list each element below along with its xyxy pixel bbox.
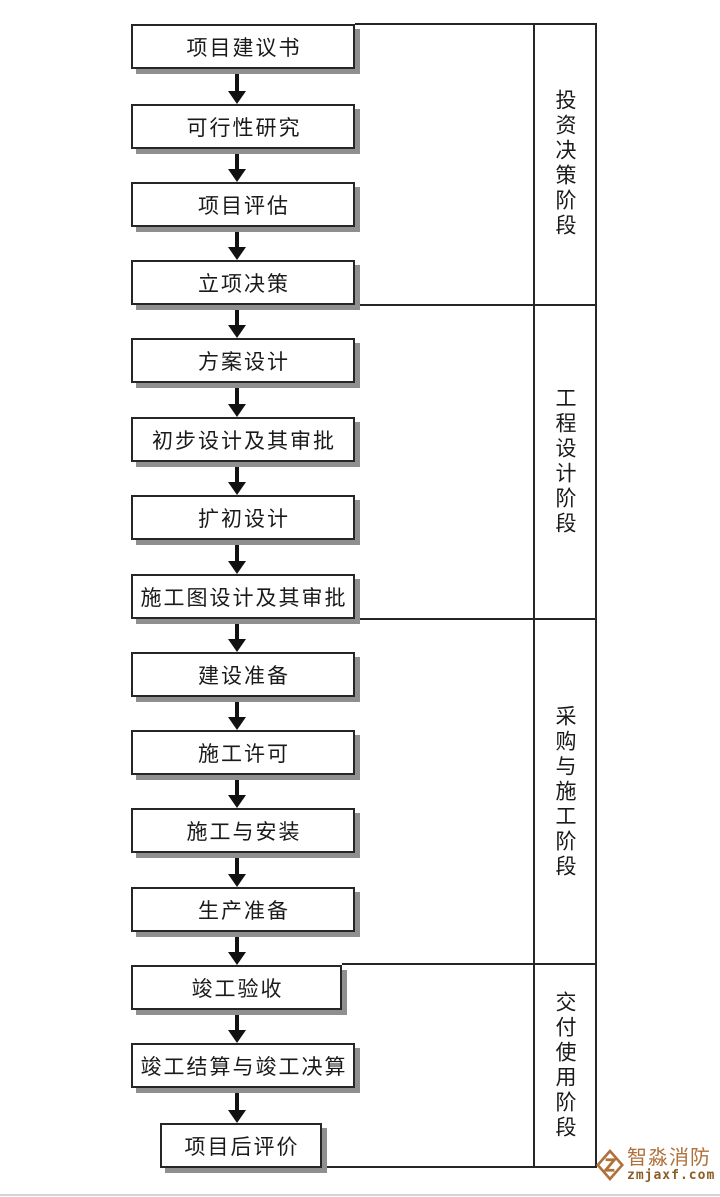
flow-node-label: 建设准备	[198, 663, 290, 688]
flow-node-label: 项目后评价	[184, 1134, 300, 1159]
flow-node-label: 生产准备	[198, 898, 290, 923]
node-project-evaluation: 项目评估	[131, 182, 355, 227]
bracket-line-divider-3	[342, 963, 597, 965]
bracket-line-right	[595, 23, 597, 1168]
node-post-project-evaluation: 项目后评价	[160, 1123, 322, 1168]
flow-arrow-down-icon	[228, 227, 246, 260]
node-production-preparation: 生产准备	[131, 887, 355, 932]
brand-name: 智淼消防	[627, 1147, 711, 1169]
flow-node-label: 项目评估	[198, 193, 290, 218]
phase-label: 交付使用阶段	[553, 990, 577, 1141]
bracket-line-bottom	[322, 1166, 597, 1168]
phase-label: 投资决策阶段	[553, 89, 577, 239]
flow-node-label: 项目建议书	[186, 35, 302, 60]
flow-arrow-down-icon	[228, 540, 246, 574]
flow-arrow-down-icon	[228, 383, 246, 417]
flow-arrow-down-icon	[228, 697, 246, 730]
flow-arrow-down-icon	[228, 462, 246, 495]
node-construction-installation: 施工与安装	[131, 808, 355, 853]
phase-delivery-use: 交付使用阶段	[535, 965, 595, 1166]
flow-node-label: 初步设计及其审批	[152, 428, 336, 453]
brand-url: zmjaxf.com	[627, 1168, 716, 1183]
node-construction-drawing-design-approval: 施工图设计及其审批	[131, 574, 355, 619]
diamond-z-logo-icon	[596, 1149, 624, 1182]
flow-node-label: 可行性研究	[186, 115, 302, 140]
flow-arrow-down-icon	[228, 853, 246, 887]
node-construction-permit: 施工许可	[131, 730, 355, 775]
node-scheme-design: 方案设计	[131, 338, 355, 383]
flow-node-label: 方案设计	[198, 349, 290, 374]
node-construction-preparation: 建设准备	[131, 652, 355, 697]
flow-arrow-down-icon	[228, 69, 246, 104]
brand-text-block: 智淼消防 zmjaxf.com	[627, 1148, 715, 1183]
bracket-line-top	[355, 23, 597, 25]
node-project-proposal: 项目建议书	[131, 24, 355, 69]
flow-arrow-down-icon	[228, 619, 246, 652]
flow-arrow-down-icon	[228, 305, 246, 338]
flow-node-label: 施工许可	[198, 741, 290, 766]
flow-node-label: 竣工验收	[191, 976, 284, 1001]
phase-engineering-design: 工程设计阶段	[535, 305, 595, 619]
flow-node-label: 施工图设计及其审批	[140, 585, 348, 610]
phase-label: 采购与施工阶段	[553, 704, 577, 880]
brand-watermark: 智淼消防 zmjaxf.com	[596, 1148, 715, 1183]
flow-arrow-down-icon	[228, 775, 246, 808]
flow-arrow-down-icon	[228, 932, 246, 965]
flow-arrow-down-icon	[228, 149, 246, 182]
page-bottom-edge-line	[0, 1194, 720, 1196]
node-expanded-preliminary-design: 扩初设计	[131, 495, 355, 540]
flow-node-label: 立项决策	[198, 271, 290, 296]
bracket-line-divider-2	[356, 618, 597, 620]
phase-label: 工程设计阶段	[553, 387, 577, 537]
phase-procurement-construction: 采购与施工阶段	[535, 619, 595, 965]
bracket-line-divider-1	[355, 304, 597, 306]
node-approval-decision: 立项决策	[131, 260, 355, 305]
flow-node-label: 施工与安装	[186, 819, 302, 844]
phase-investment-decision: 投资决策阶段	[535, 23, 595, 305]
node-preliminary-design-approval: 初步设计及其审批	[131, 417, 355, 462]
flow-node-label: 扩初设计	[198, 506, 290, 531]
flow-node-label: 竣工结算与竣工决算	[140, 1054, 348, 1079]
flow-arrow-down-icon	[228, 1010, 246, 1043]
node-feasibility-study: 可行性研究	[131, 104, 355, 149]
node-completion-acceptance: 竣工验收	[131, 965, 342, 1010]
flow-arrow-down-icon	[228, 1088, 246, 1123]
node-completion-settlement-final-accounts: 竣工结算与竣工决算	[131, 1043, 355, 1088]
bracket-line-left	[533, 23, 535, 1168]
